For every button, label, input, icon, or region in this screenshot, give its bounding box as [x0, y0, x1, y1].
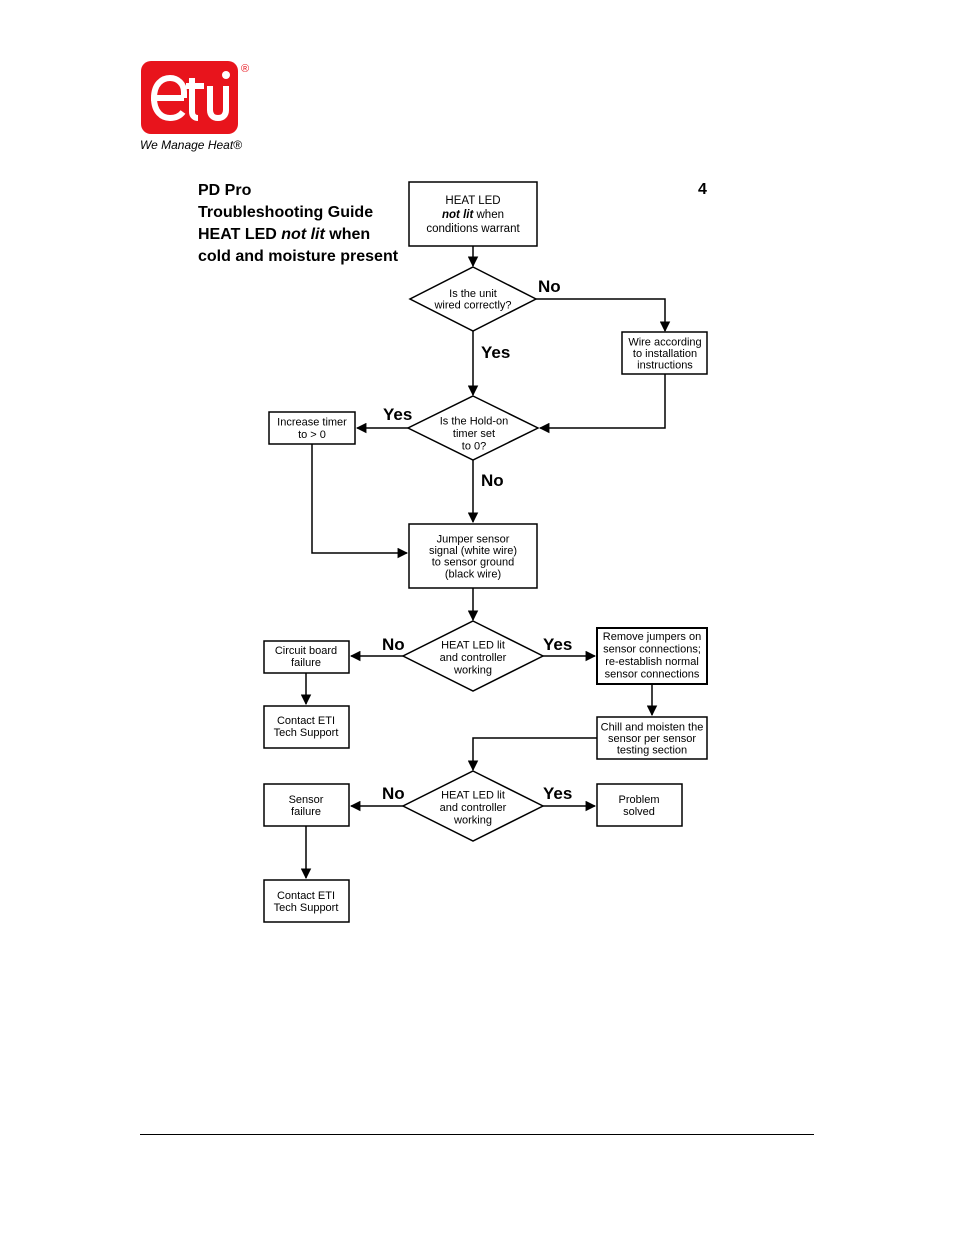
title-when: when: [324, 226, 371, 243]
eti-logo: ®: [140, 60, 260, 155]
contact1-box: [263, 705, 350, 749]
guide-title: PD Pro Troubleshooting Guide HEAT LED no…: [198, 180, 398, 268]
contact1-box-line: Contact ETI: [277, 715, 335, 727]
title-line-guide: Troubleshooting Guide: [198, 204, 374, 221]
label-timer-no: No: [481, 471, 504, 490]
q-heat1-line: working: [453, 664, 492, 676]
label-wired-yes: Yes: [481, 343, 510, 362]
jumper-box-line: to sensor ground: [432, 557, 515, 569]
label-heat2-no: No: [382, 784, 405, 803]
arrow-chill-to-heat2: [467, 737, 597, 772]
page-number: 4: [698, 181, 707, 198]
timer-box-line: Increase timer: [277, 417, 347, 429]
registered-mark: ®: [241, 63, 249, 75]
q-heat1-diamond: [401, 620, 545, 692]
arrow-wire-to-timer: [538, 374, 666, 434]
start-not-lit: not lit: [442, 209, 474, 221]
q-heat1-line: HEAT LED lit: [441, 639, 505, 651]
eti-logo-graphic: ®: [141, 61, 249, 134]
title-heat-led: HEAT LED: [198, 226, 282, 243]
title-line-condition: HEAT LED not lit when: [198, 224, 398, 246]
arrow-increase-to-jumper: [311, 444, 409, 559]
label-heat1-yes: Yes: [543, 635, 572, 654]
wire-box-line: instructions: [637, 359, 693, 371]
q-heat2-line: working: [453, 814, 492, 826]
chill-box-line: sensor per sensor: [608, 733, 696, 745]
footer-rule: [140, 1134, 814, 1135]
q-wired-line: Is the unit: [449, 288, 497, 300]
q-wired-line: wired correctly?: [433, 300, 511, 312]
q-timer-line: to 0?: [462, 440, 486, 452]
label-timer-yes: Yes: [383, 405, 412, 424]
jumper-box: [408, 523, 538, 589]
circuit-box-line: failure: [291, 657, 321, 669]
q-timer-line: timer set: [453, 428, 495, 440]
q-heat2-line: and controller: [440, 802, 507, 814]
q-heat2-diamond: [401, 770, 545, 842]
contact1-box-line: Tech Support: [274, 727, 339, 739]
q-heat2-line: HEAT LED lit: [441, 789, 505, 801]
solved-box-line: Problem: [619, 794, 660, 806]
contact2-box-line: Tech Support: [274, 902, 339, 914]
start-box-line: not lit when: [442, 209, 504, 221]
sensor-box-line: Sensor: [289, 794, 324, 806]
remove-box-line: sensor connections;: [603, 644, 701, 656]
title-line-product: PD Pro: [198, 182, 252, 199]
q-timer-line: Is the Hold-on: [440, 415, 508, 427]
arrow-wired-no: [536, 298, 671, 333]
start-box-line: conditions warrant: [426, 223, 520, 235]
chill-box-line: Chill and moisten the: [601, 721, 704, 733]
sensor-box-line: failure: [291, 806, 321, 818]
solved-box: [596, 783, 683, 827]
remove-box-line: Remove jumpers on: [603, 631, 701, 643]
jumper-box-line: Jumper sensor: [437, 533, 510, 545]
brand-tagline: We Manage Heat®: [140, 138, 243, 152]
wire-box-line: to installation: [633, 348, 697, 360]
remove-box: [596, 627, 708, 685]
start-when: when: [473, 209, 504, 221]
chill-box-line: testing section: [617, 744, 687, 756]
title-not-lit: not lit: [281, 226, 325, 243]
title-line-cold: cold and moisture present: [198, 248, 399, 265]
label-heat1-no: No: [382, 635, 405, 654]
start-box-line: HEAT LED: [445, 195, 500, 207]
solved-box-line: solved: [623, 806, 655, 818]
wire-box-line: Wire according: [628, 336, 701, 348]
timer-box-line: to > 0: [298, 429, 326, 441]
chill-box: [596, 716, 708, 760]
circuit-box-line: Circuit board: [275, 645, 337, 657]
wire-box: [621, 331, 708, 375]
start-box: [408, 181, 538, 247]
jumper-box-line: signal (white wire): [429, 545, 517, 557]
remove-box-line: sensor connections: [605, 669, 700, 681]
label-heat2-yes: Yes: [543, 784, 572, 803]
circuit-box: [263, 640, 350, 674]
contact2-box-line: Contact ETI: [277, 890, 335, 902]
remove-box-line: re-establish normal: [605, 656, 699, 668]
contact2-box: [263, 879, 350, 923]
label-wired-no: No: [538, 277, 561, 296]
jumper-box-line: (black wire): [445, 568, 501, 580]
q-heat1-line: and controller: [440, 652, 507, 664]
